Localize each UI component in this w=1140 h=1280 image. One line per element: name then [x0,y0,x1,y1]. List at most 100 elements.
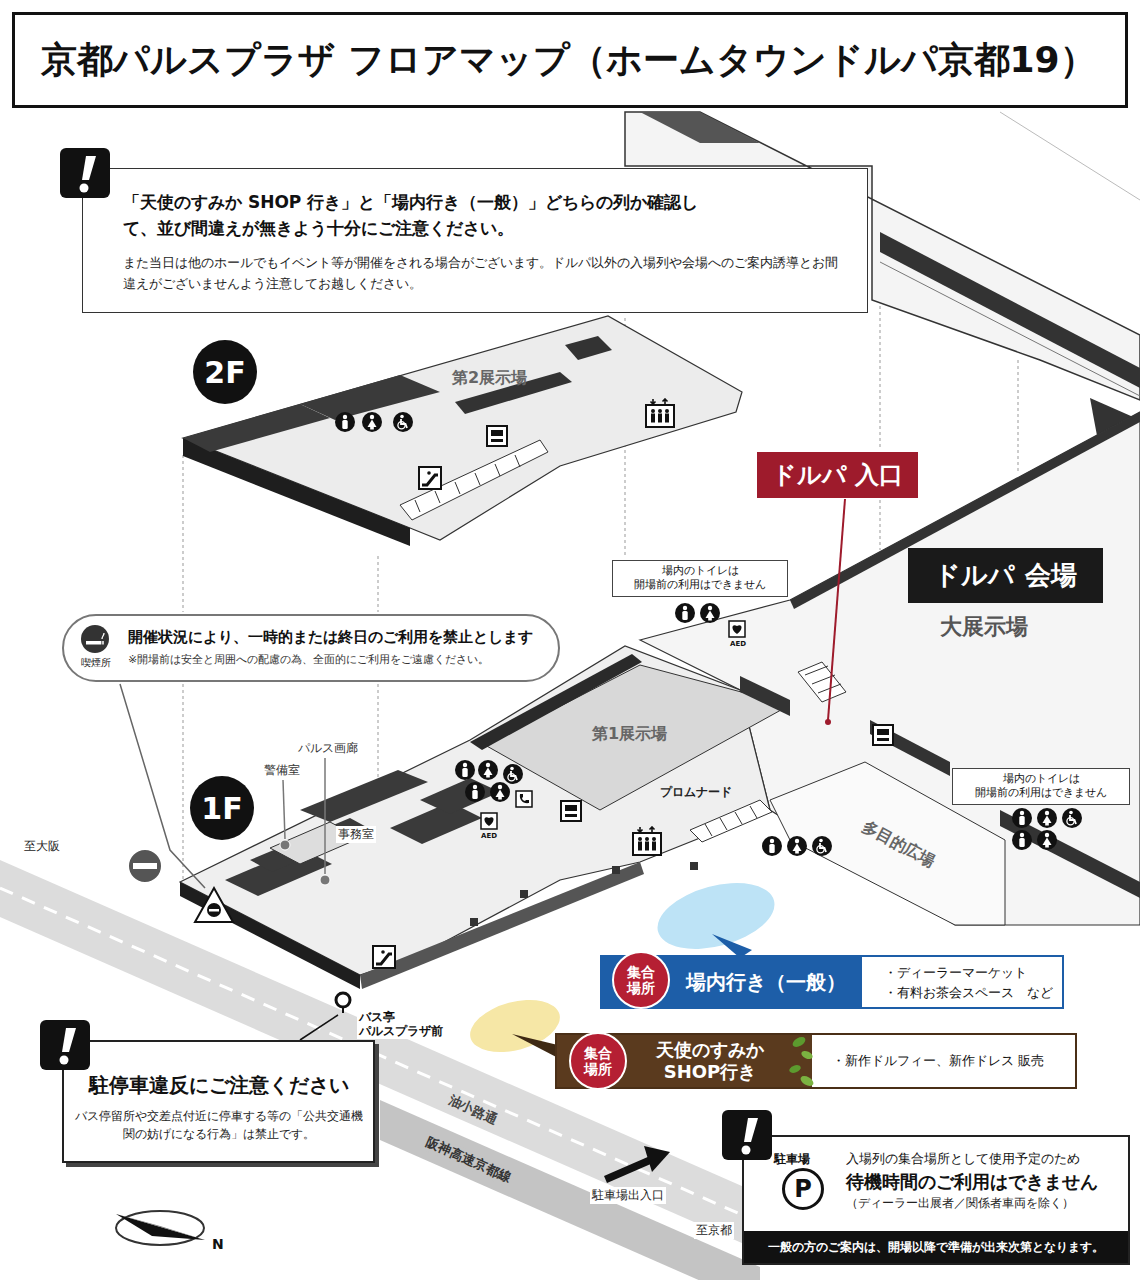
map-dot [320,875,330,885]
map-icon [812,836,832,856]
map-label: 大展示場 [940,612,1028,642]
leader-line [120,684,205,888]
map-icon [373,946,395,968]
map-label: N [212,1236,224,1252]
map-label: 警備室 [262,762,302,779]
box-text: ドルパ 会場 [934,558,1076,593]
floor-badge: 2F [193,340,257,404]
map-icon [503,764,523,784]
map-shape [183,404,330,452]
parking-box: 駐車場入場列の集合場所として使用予定のため待機時間のご利用はできません（ディーラ… [742,1135,1130,1265]
map-line [324,758,326,874]
box-text: 「天使のすみか SHOP 行き」と「場内行き（一般）」どちらの列か確認して、並び… [123,189,713,242]
map-icon [633,827,661,855]
icon-path [805,666,841,693]
map-shape [183,316,742,540]
map-dot [280,840,290,850]
map-icon [335,412,355,432]
map-shape [604,1156,653,1183]
map-line [300,1015,338,1040]
box-text: バス停留所や交差点付近に停車する等の「公共交通機関の妨げになる行為」は禁止です。 [74,1107,363,1143]
map-block [612,866,620,874]
box-text: 一般の方のご案内は、開場以降で準備が出来次第となります。 [768,1239,1104,1256]
map-line [880,500,881,550]
notice-bar: 一般の方のご案内は、開場以降で準備が出来次第となります。 [744,1231,1128,1263]
map-icon [393,412,413,432]
map-line [828,499,845,720]
map-icon [1012,830,1032,850]
label-holder: 大展示場 [940,612,1028,642]
box-text: 場内のトイレは 開場前の利用はできません [957,772,1125,801]
map-block [470,918,478,926]
toilet-notice: 場内のトイレは 開場前の利用はできません [952,768,1130,805]
box-text: ・有料お茶会スペース など [884,983,1062,1003]
box-text: ・新作ドルフィー、新作ドレス 販売 [832,1051,1075,1071]
map-label: 駐車場出入口 [590,1187,666,1204]
map-area [788,1064,802,1075]
smoking-icon [80,624,110,654]
map-area [464,991,565,1061]
map-icon [478,760,498,780]
map-shape [565,336,612,360]
map-label: AED [730,640,746,648]
leaf-decoration [785,1035,815,1087]
map-dot [81,625,109,653]
map-shape [640,112,760,143]
map-icon [787,836,807,856]
box-text: 駐車場 [762,1151,822,1168]
gathering-badge: 集合場所 [612,951,670,1009]
map-shape [380,1100,760,1280]
box-text: 集合場所 [583,1045,612,1077]
gathering-band: 天使のすみか SHOP行き集合場所・新作ドルフィー、新作ドレス 販売 [555,1033,1077,1089]
map-dot [128,849,162,883]
map-icon [487,426,507,446]
label-holder: AED [730,640,746,648]
map-icon [40,1020,90,1070]
map-label: 至大阪 [22,838,62,855]
map-label: 油小路通 [443,1090,503,1130]
label-holder: バス亭 パルスプラザ前 [357,1010,453,1039]
map-shape [390,802,482,844]
label-holder: 第2展示場 [452,368,527,389]
map-dot [207,903,221,917]
box-text: ドルパ 入口 [772,459,903,491]
map-icon [481,813,497,829]
box-text: 2F [204,355,245,390]
map-label: AED [481,832,497,840]
map-line [183,684,184,880]
icon-path [705,806,757,836]
map-block [102,641,105,645]
map-label: バス亭 パルスプラザ前 [357,1010,453,1039]
map-block [520,890,528,898]
toilet-notice: 場内のトイレは 開場前の利用はできません [612,560,788,597]
box-text: 開催状況により、一時的または終日のご利用を禁止とします [128,628,546,648]
map-icon [675,603,695,623]
map-icon [1037,808,1057,828]
box-text: 場内のトイレは 開場前の利用はできません [617,564,783,593]
label-holder: 至大阪 [22,838,62,855]
map-shape [740,676,790,716]
map-label: パルス画廊 [296,740,360,757]
entrance-tag: ドルパ 入口 [757,452,918,498]
floor-badge: 1F [190,776,254,840]
box-text: 喫煙所 [72,656,120,670]
icon-path [415,455,520,512]
label-holder: 油小路通 [443,1090,503,1130]
map-line [1018,360,1019,474]
map-shape [400,440,548,520]
map-icon [873,725,893,745]
map-icon [455,760,475,780]
map-icon [722,1110,772,1160]
map-line [1000,112,1140,200]
map-icon [1012,808,1032,828]
warning-box: 駐停車違反にご注意くださいバス停留所や交差点付近に停車する等の「公共交通機関の妨… [62,1040,375,1163]
box-text: 入場列の集合場所として使用予定のため [846,1149,1120,1169]
label-holder: プロムナード [660,784,732,801]
map-icon [60,148,110,198]
map-line [880,262,1140,396]
box-text: P [794,1177,812,1201]
notice-box: 「天使のすみか SHOP 行き」と「場内行き（一般）」どちらの列か確認して、並び… [82,168,868,313]
label-holder: 第1展示場 [592,724,667,745]
map-icon [362,412,382,432]
